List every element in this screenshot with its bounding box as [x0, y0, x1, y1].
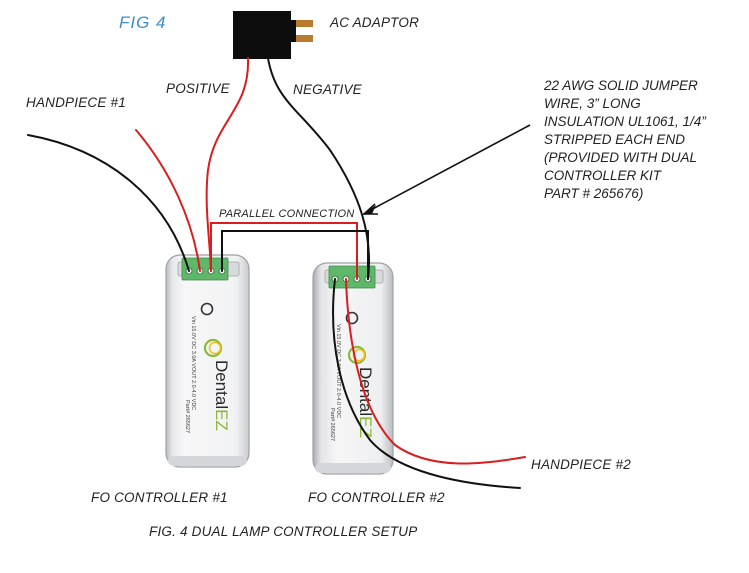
jumper-black-wire [221, 230, 369, 280]
jumper-note-line: STRIPPED EACH END [544, 132, 686, 147]
jumper-note-line: PART # 265676) [544, 186, 644, 201]
spec-text-1: Vin 15.0V DC 3.0A VOUT 2.0-4.0 VDC [190, 316, 196, 410]
jumper-note-line: CONTROLLER KIT [544, 168, 662, 183]
spec-text-2: Vin 15.0V DC 3.0A VOUT 2.0-4.0 VDC [335, 324, 341, 418]
jumper-note-line: INSULATION UL1061, 1/4” [544, 114, 706, 129]
negative-label: NEGATIVE [293, 82, 362, 97]
handpiece-2-red-wire [345, 278, 526, 465]
handpiece-1-label: HANDPIECE #1 [26, 95, 126, 110]
positive-red-wire [205, 57, 250, 272]
part-text-2: Part# 265627 [329, 408, 335, 441]
figure-caption: FIG. 4 DUAL LAMP CONTROLLER SETUP [149, 524, 418, 539]
handpiece-2-black-wire [332, 278, 521, 489]
part-text-1: Part# 265627 [184, 400, 190, 433]
positive-label: POSITIVE [166, 81, 230, 96]
ac-adaptor [233, 11, 313, 59]
jumper-note-line: (PROVIDED WITH DUAL [544, 150, 698, 165]
controller-2-label: FO CONTROLLER #2 [308, 490, 445, 505]
terminal-block-1 [181, 257, 229, 281]
handpiece-2-label: HANDPIECE #2 [531, 457, 631, 472]
controller-2-knob [345, 311, 359, 325]
ac-adaptor-label: AC ADAPTOR [330, 15, 420, 30]
fo-controller-2: DentalEZ Vin 15.0V DC 3.0A VOUT 2.0-4.0 … [312, 262, 394, 475]
jumper-pointer-arrow [361, 124, 531, 215]
parallel-connection-label: PARALLEL CONNECTION [219, 208, 355, 220]
handpiece-1-red-wire [135, 129, 201, 272]
jumper-note-line: WIRE, 3” LONG [544, 96, 641, 111]
jumper-note-line: 22 AWG SOLID JUMPER [544, 78, 698, 93]
brand-wordmark-1: DentalEZ [212, 360, 231, 431]
handpiece-1-black-wire [27, 134, 190, 272]
controller-1-knob [200, 302, 214, 316]
fo-controller-1: DentalEZ Vin 15.0V DC 3.0A VOUT 2.0-4.0 … [165, 254, 250, 468]
jumper-wire-note: 22 AWG SOLID JUMPER WIRE, 3” LONG INSULA… [544, 77, 706, 203]
terminal-block-2 [328, 265, 376, 289]
controller-1-label: FO CONTROLLER #1 [91, 490, 228, 505]
figure-label: FIG 4 [119, 13, 167, 32]
jumper-red-wire [210, 222, 358, 280]
